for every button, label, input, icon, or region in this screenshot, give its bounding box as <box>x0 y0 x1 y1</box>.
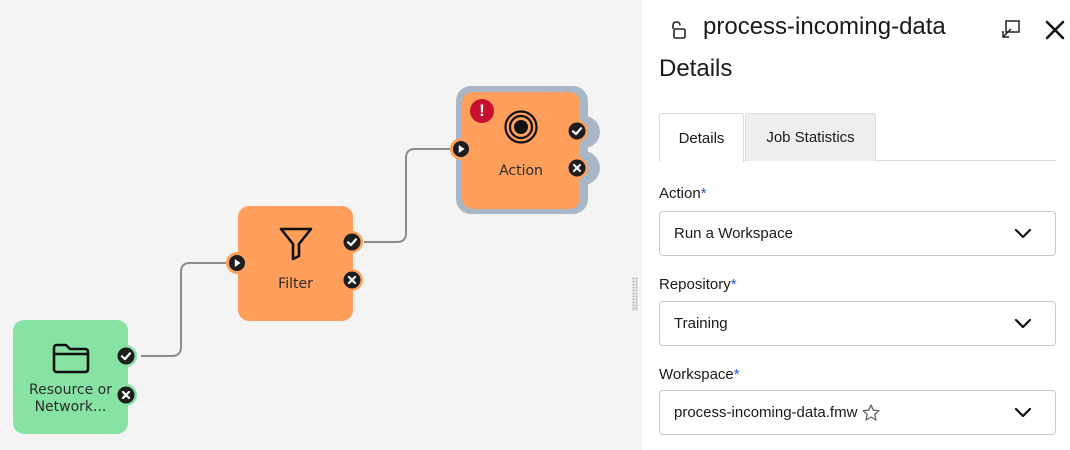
workspace-select-value: process-incoming-data.fmw <box>674 404 858 421</box>
output-failure-port[interactable] <box>115 384 137 406</box>
details-panel: process-incoming-data Details Details Jo… <box>642 0 1070 450</box>
action-select-value: Run a Workspace <box>674 225 793 242</box>
check-icon <box>117 347 135 365</box>
x-circle-icon <box>117 386 135 404</box>
chevron-down-icon <box>1014 407 1032 418</box>
play-icon <box>458 145 465 153</box>
workspace-select[interactable]: process-incoming-data.fmw <box>659 390 1056 435</box>
funnel-icon <box>279 227 312 261</box>
tab-job-statistics[interactable]: Job Statistics <box>745 113 876 161</box>
node-label: Filter <box>278 276 313 292</box>
connection-filter-to-action <box>364 148 450 243</box>
section-heading: Details <box>659 55 733 82</box>
repository-select-value: Training <box>674 315 728 332</box>
input-port[interactable] <box>450 138 472 160</box>
output-success-port[interactable] <box>341 231 363 253</box>
x-circle-icon <box>343 271 361 289</box>
chevron-down-icon <box>1014 318 1032 329</box>
unlock-icon[interactable] <box>669 20 687 40</box>
output-success-port[interactable] <box>566 120 588 142</box>
workflow-canvas[interactable]: Resource or Network... Filter Action ! <box>0 0 642 450</box>
node-resource-or-network[interactable]: Resource or Network... <box>13 320 128 434</box>
connection-lines <box>141 148 450 357</box>
required-asterisk: * <box>733 366 740 383</box>
node-label-line2: Network... <box>34 399 107 415</box>
node-label-line1: Resource or <box>29 382 112 398</box>
panel-title: process-incoming-data <box>703 13 946 40</box>
repository-field-label: Repository* <box>659 276 737 293</box>
workspace-label-text: Workspace <box>659 366 734 383</box>
star-icon[interactable] <box>861 403 881 423</box>
popout-icon[interactable] <box>1000 18 1022 40</box>
connection-resource-to-filter <box>141 262 226 357</box>
warning-badge[interactable]: ! <box>470 99 494 123</box>
panel-resize-handle[interactable] <box>632 277 638 311</box>
play-icon <box>234 259 241 267</box>
workspace-field-label: Workspace* <box>659 366 740 383</box>
close-icon[interactable] <box>1044 19 1066 41</box>
output-failure-port[interactable] <box>341 269 363 291</box>
check-icon <box>343 233 361 251</box>
action-label-text: Action <box>659 185 701 202</box>
chevron-down-icon <box>1014 228 1032 239</box>
check-icon <box>568 122 586 140</box>
repository-select[interactable]: Training <box>659 301 1056 346</box>
folder-icon <box>52 343 89 374</box>
node-label: Action <box>499 163 543 179</box>
output-success-port[interactable] <box>115 345 137 367</box>
node-filter[interactable]: Filter <box>238 206 353 321</box>
target-icon <box>504 110 538 144</box>
input-port[interactable] <box>226 252 248 274</box>
action-select[interactable]: Run a Workspace <box>659 211 1056 256</box>
required-asterisk: * <box>730 276 737 293</box>
x-circle-icon <box>568 159 586 177</box>
action-field-label: Action* <box>659 185 707 202</box>
output-failure-port[interactable] <box>566 157 588 179</box>
repository-label-text: Repository <box>659 276 731 293</box>
tab-details[interactable]: Details <box>659 113 744 162</box>
required-asterisk: * <box>700 185 707 202</box>
